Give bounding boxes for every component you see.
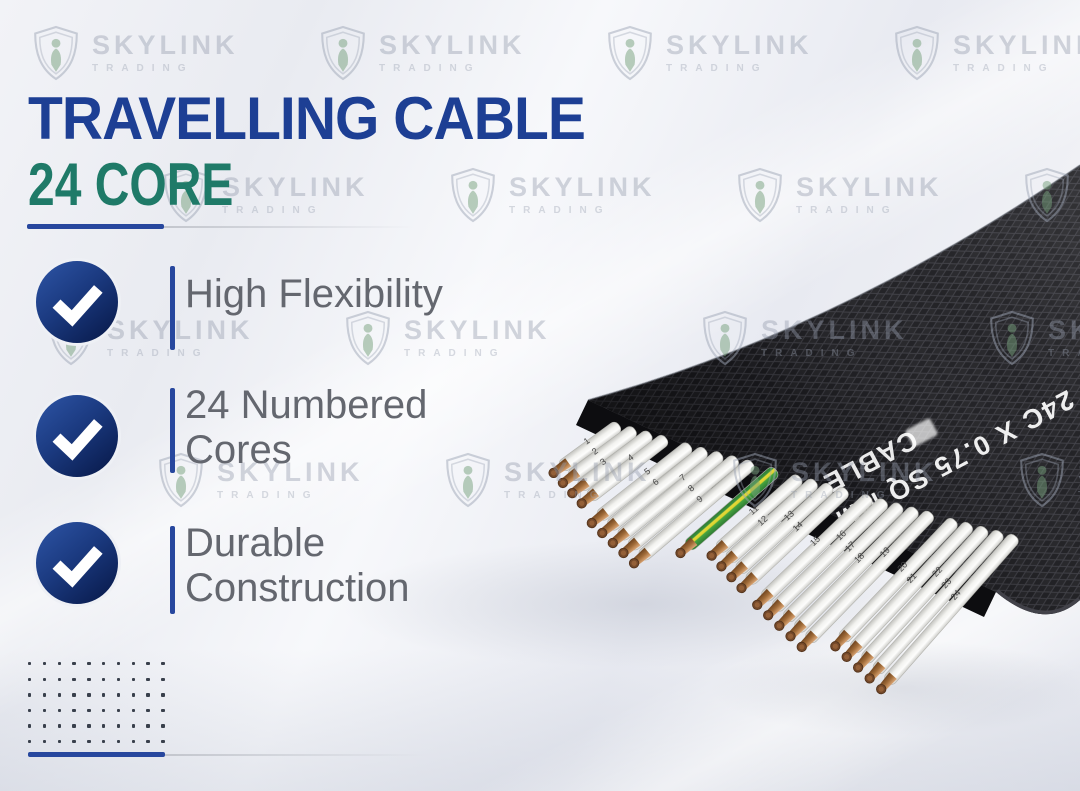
- dot: [131, 693, 135, 697]
- dot: [72, 708, 76, 713]
- dot: [102, 677, 106, 681]
- dot: [161, 693, 165, 697]
- dot: [146, 677, 150, 681]
- dot: [57, 662, 61, 666]
- dot: [28, 662, 32, 666]
- check-icon: [52, 419, 103, 461]
- dot: [87, 724, 91, 728]
- dot: [57, 724, 61, 728]
- dot: [116, 693, 121, 697]
- dot: [131, 662, 135, 666]
- dot: [87, 740, 91, 744]
- bottom-divider: [28, 752, 458, 758]
- dot: [87, 662, 91, 666]
- dot: [116, 724, 121, 728]
- dot: [131, 677, 135, 681]
- dot: [57, 708, 61, 713]
- dot: [146, 740, 150, 744]
- dot: [72, 677, 76, 681]
- dot: [87, 708, 91, 713]
- dot: [28, 740, 32, 744]
- title-divider: [27, 224, 427, 230]
- dot: [57, 740, 61, 744]
- dot: [116, 677, 121, 681]
- dot: [42, 724, 47, 728]
- dot: [116, 740, 121, 744]
- dot: [42, 708, 47, 713]
- divider-accent: [28, 752, 165, 757]
- dot: [57, 693, 61, 697]
- check-badge: [33, 392, 121, 480]
- subtitle-core-count: 24 CORE: [28, 151, 234, 218]
- dot: [161, 708, 165, 713]
- dot: [28, 724, 32, 728]
- dot: [72, 724, 76, 728]
- dot: [87, 693, 91, 697]
- divider-tail: [164, 225, 414, 228]
- check-icon: [52, 546, 103, 588]
- page-title: TRAVELLING CABLE: [28, 85, 586, 152]
- check-icon: [52, 285, 103, 327]
- feature-label: 24 Numbered Cores: [185, 383, 428, 472]
- dot: [116, 708, 121, 713]
- feature-label: Durable Construction: [185, 521, 410, 610]
- feature-separator-bar: [170, 388, 175, 473]
- dot: [146, 693, 150, 697]
- dot: [131, 708, 135, 713]
- divider-accent: [27, 224, 164, 229]
- check-badge: [33, 519, 121, 607]
- dot: [42, 677, 47, 681]
- dot: [102, 693, 106, 697]
- dot: [28, 708, 32, 713]
- dot: [42, 693, 47, 697]
- dot: [42, 662, 47, 666]
- dot: [161, 662, 165, 666]
- dot: [102, 662, 106, 666]
- dot: [161, 740, 165, 744]
- dot: [87, 677, 91, 681]
- dot: [146, 708, 150, 713]
- dot: [28, 677, 32, 681]
- feature-separator-bar: [170, 526, 175, 614]
- dot: [146, 724, 150, 728]
- check-badge: [33, 258, 121, 346]
- feature-label: High Flexibility: [185, 272, 443, 316]
- dot: [102, 740, 106, 744]
- dot: [72, 740, 76, 744]
- dot: [161, 677, 165, 681]
- dot: [161, 724, 165, 728]
- feature-separator-bar: [170, 266, 175, 350]
- dot: [116, 662, 121, 666]
- dot: [28, 693, 32, 697]
- divider-tail: [165, 753, 427, 756]
- dot: [102, 724, 106, 728]
- dot: [72, 693, 76, 697]
- dot: [131, 724, 135, 728]
- dot: [146, 662, 150, 666]
- dot: [57, 677, 61, 681]
- dot: [72, 662, 76, 666]
- dot: [102, 708, 106, 713]
- dot: [131, 740, 135, 744]
- dot: [42, 740, 47, 744]
